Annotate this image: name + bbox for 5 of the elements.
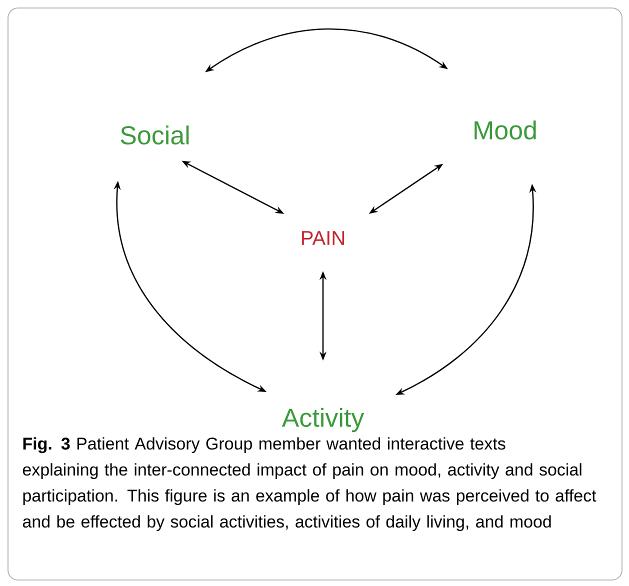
node-label: PAIN (302, 231, 344, 245)
node-label: Social (120, 125, 189, 145)
caption: Fig. 3 Patient Advisory Group member wanted interactive texts explaining the inter-connected impact of pain on mood, activity and social participation. This figure is an example of how pain was perceived to affect and be effected by social activities, activities of daily living, and mood (22, 437, 596, 532)
node-label: Mood (474, 120, 536, 140)
node-label: Activity (282, 408, 364, 432)
